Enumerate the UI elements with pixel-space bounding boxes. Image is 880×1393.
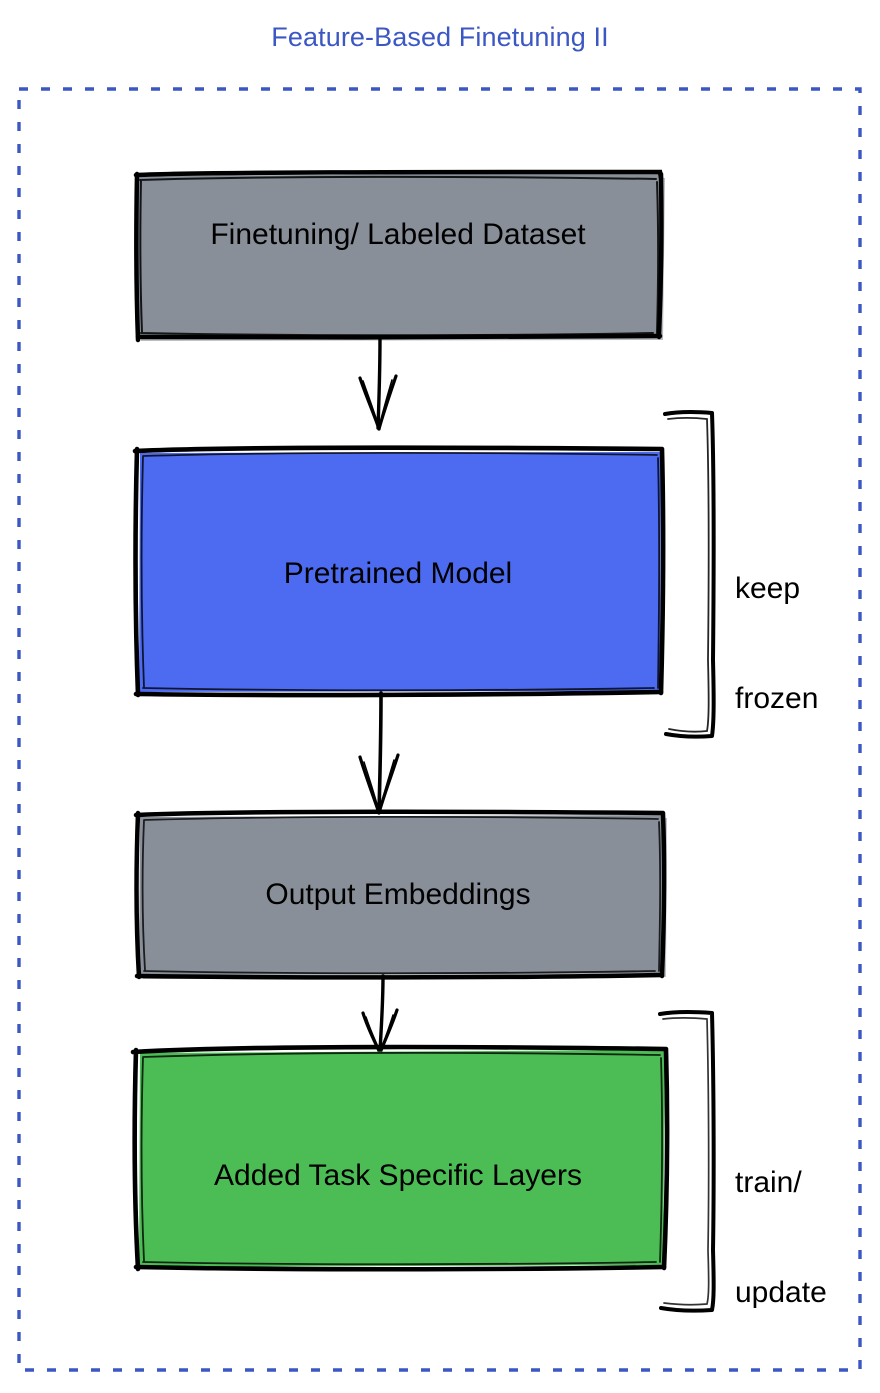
edge-dataset-to-pretrained [358,335,398,431]
node-task-layers-outline-b [133,1264,667,1272]
annotation-keep-frozen-line1: keep [735,572,801,606]
page-title: Feature-Based Finetuning II [271,22,609,52]
node-task-layers[interactable] [130,1044,670,1272]
node-task-layers-outline-t [130,1044,669,1055]
node-embeddings-fill [139,815,662,975]
node-dataset-outline-b [656,171,664,340]
node-embeddings-sketch-overlay [141,815,662,975]
node-embeddings-outline-r [659,811,667,979]
node-task-layers-outline-r [661,1047,670,1271]
bracket-keep-frozen [663,410,716,739]
node-dataset[interactable] [133,169,665,343]
dashed-boundary [17,87,862,1372]
node-embeddings-outline-b [134,972,665,980]
annotation-train-update-line2: update [735,1275,827,1309]
annotation-keep-frozen-line2: frozen [735,681,819,715]
node-pretrained-outline-b [133,689,664,698]
node-pretrained-sketch-overlay [140,451,661,692]
edge-embeddings-to-task-layers [361,974,399,1055]
node-pretrained-outline-l [133,446,141,698]
annotation-train-update: train/ update [735,1092,827,1385]
node-embeddings-outline-t [133,809,666,818]
node-dataset-fill [137,173,661,337]
node-dataset-outline-c [135,333,663,340]
node-dataset-outline [133,169,664,181]
node-embeddings-outline-l [134,810,142,980]
node-task-layers-outline-l [132,1047,141,1272]
node-dataset-outline-d [134,171,141,343]
node-pretrained[interactable] [132,445,666,698]
node-task-layers-sketch-overlay [140,1052,663,1266]
node-pretrained-fill [139,452,661,692]
bracket-train-update [658,1010,716,1313]
node-pretrained-outline-t [132,445,665,454]
annotation-keep-frozen: keep frozen [735,498,818,791]
node-dataset-sketch-overlay [139,175,660,337]
annotation-train-update-line1: train/ [735,1166,802,1200]
node-embeddings[interactable] [133,809,667,980]
edge-pretrained-to-embeddings [358,691,400,815]
node-pretrained-outline-r [658,447,666,696]
node-task-layers-fill [139,1050,665,1267]
